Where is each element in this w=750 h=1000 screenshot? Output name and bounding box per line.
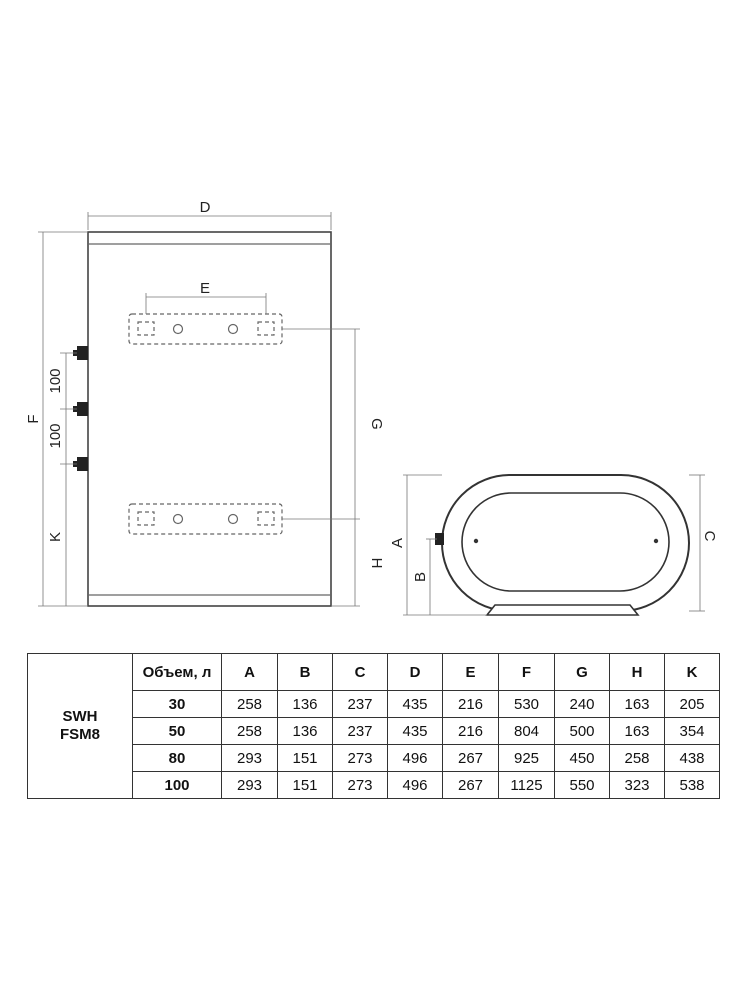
table-cell: 205 (664, 690, 720, 718)
table-cell: 435 (387, 717, 443, 745)
column-header: D (387, 653, 443, 691)
table-cell: 240 (554, 690, 610, 718)
table-cell: 273 (332, 744, 388, 772)
table-cell: 496 (387, 744, 443, 772)
dimension-label-D: D (200, 199, 211, 216)
table-cell: 438 (664, 744, 720, 772)
dimension-G: G (282, 328, 385, 520)
table-cell: 136 (277, 717, 333, 745)
dimension-A: A (389, 474, 487, 616)
dimension-C: C (689, 474, 718, 612)
pipe-connection-middle (77, 402, 88, 416)
dimension-pipe-spacing: 100 100 K (47, 352, 77, 606)
dimension-B: B (412, 538, 437, 615)
table-cell: 151 (277, 771, 333, 799)
dimension-H: H (331, 519, 385, 607)
table-cell: 273 (332, 771, 388, 799)
table-cell: 258 (609, 744, 665, 772)
table-header-row: SWH FSM8 Объем, л A B C D E F G H K (27, 653, 720, 799)
dimension-label-C: C (701, 531, 718, 542)
table-cell: 293 (221, 771, 278, 799)
dimension-label-G: G (368, 418, 385, 430)
technical-drawing: D E F 100 100 K (25, 199, 718, 616)
table-cell: 258 (221, 717, 278, 745)
dimension-D: D (87, 199, 332, 230)
column-header: G (554, 653, 610, 691)
model-name-line1: SWH (62, 708, 98, 725)
volume-header: Объем, л (132, 653, 222, 691)
dimension-F: F (25, 231, 88, 607)
table-cell: 293 (221, 744, 278, 772)
volume-cell: 50 (132, 717, 222, 745)
column-header: F (498, 653, 555, 691)
table-cell: 136 (277, 690, 333, 718)
table-cell: 538 (664, 771, 720, 799)
tank-side-inner (461, 492, 670, 592)
table-cell: 237 (332, 690, 388, 718)
side-view: A B C (389, 474, 718, 616)
table-cell: 354 (664, 717, 720, 745)
column-header: K (664, 653, 720, 691)
dimension-label-spacing-upper: 100 (47, 368, 64, 393)
model-name-cell: SWH FSM8 (27, 653, 133, 799)
column-header: H (609, 653, 665, 691)
table-cell: 267 (442, 771, 499, 799)
dimension-label-E: E (200, 280, 210, 297)
table-cell: 323 (609, 771, 665, 799)
volume-cell: 80 (132, 744, 222, 772)
table-cell: 163 (609, 690, 665, 718)
table-cell: 435 (387, 690, 443, 718)
front-view: D E F 100 100 K (25, 199, 385, 607)
column-header: A (221, 653, 278, 691)
table-cell: 258 (221, 690, 278, 718)
table-cell: 163 (609, 717, 665, 745)
column-header: B (277, 653, 333, 691)
pipe-connection-top (77, 346, 88, 360)
table-cell: 500 (554, 717, 610, 745)
table-cell: 496 (387, 771, 443, 799)
model-name-line2: FSM8 (59, 726, 100, 743)
table-cell: 1125 (498, 771, 555, 799)
table-cell: 216 (442, 717, 499, 745)
table-cell: 450 (554, 744, 610, 772)
dimension-label-K: K (47, 532, 64, 542)
tank-stand (485, 604, 640, 616)
dimension-label-H: H (368, 558, 385, 569)
side-pipe-connection (435, 533, 444, 545)
table-cell: 216 (442, 690, 499, 718)
table-cell: 151 (277, 744, 333, 772)
tank-body-outline (87, 231, 332, 607)
dimension-E: E (145, 280, 267, 314)
dimension-label-A: A (389, 538, 406, 548)
table-cell: 804 (498, 717, 555, 745)
dimension-label-B: B (412, 572, 429, 582)
pipe-connection-bottom (77, 457, 88, 471)
table-cell: 530 (498, 690, 555, 718)
table-cell: 237 (332, 717, 388, 745)
volume-cell: 30 (132, 690, 222, 718)
volume-cell: 100 (132, 771, 222, 799)
dimension-label-F: F (25, 414, 42, 423)
table-cell: 267 (442, 744, 499, 772)
pipe-connections (73, 346, 88, 471)
dimension-label-spacing-lower: 100 (47, 423, 64, 448)
column-header: E (442, 653, 499, 691)
table-cell: 550 (554, 771, 610, 799)
table-cell: 925 (498, 744, 555, 772)
column-header: C (332, 653, 388, 691)
